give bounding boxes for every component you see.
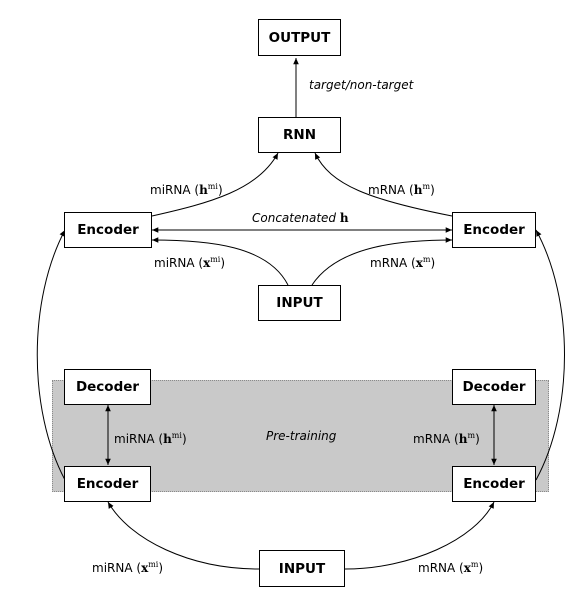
mirna-x-label-top: miRNA (xmi) [154,255,226,270]
pretraining-label: Pre-training [266,429,337,443]
left-encoder-box: Encoder [64,212,152,248]
bottom-input-to-right-encoder-arrow [344,501,495,570]
left-encoder-to-rnn-arrow [151,152,279,217]
mrna-x-label-top: mRNA (xm) [370,255,436,270]
left-loop-arrow [36,229,66,481]
mirna-h-label-top: miRNA (hmi) [150,182,223,197]
input-box-bottom: INPUT [259,550,345,587]
mirna-h-label-pretrain: miRNA (hmi) [114,431,187,446]
right-encoder-box: Encoder [452,212,536,248]
target-label: target/non-target [309,78,414,92]
bottom-input-to-left-encoder-arrow [107,501,260,570]
mrna-h-label-pretrain: mRNA (hm) [413,431,480,446]
input-to-right-encoder-arrow [311,237,453,286]
right-decoder-box: Decoder [452,369,536,405]
right-encoder-to-rnn-arrow [314,152,453,217]
mrna-h-label-top: mRNA (hm) [368,182,435,197]
right-pretrain-encoder-box: Encoder [452,466,536,502]
right-loop-arrow [535,229,565,481]
mirna-x-label-bottom: miRNA (xmi) [92,560,164,575]
left-pretrain-encoder-box: Encoder [64,466,151,502]
input-to-left-encoder-arrow [151,237,289,286]
input-box-top: INPUT [258,285,341,321]
mrna-x-label-bottom: mRNA (xm) [418,560,484,575]
left-decoder-box: Decoder [64,369,151,405]
output-box: OUTPUT [258,19,341,56]
concatenated-label: Concatenated h [252,211,349,225]
rnn-box: RNN [258,117,341,153]
